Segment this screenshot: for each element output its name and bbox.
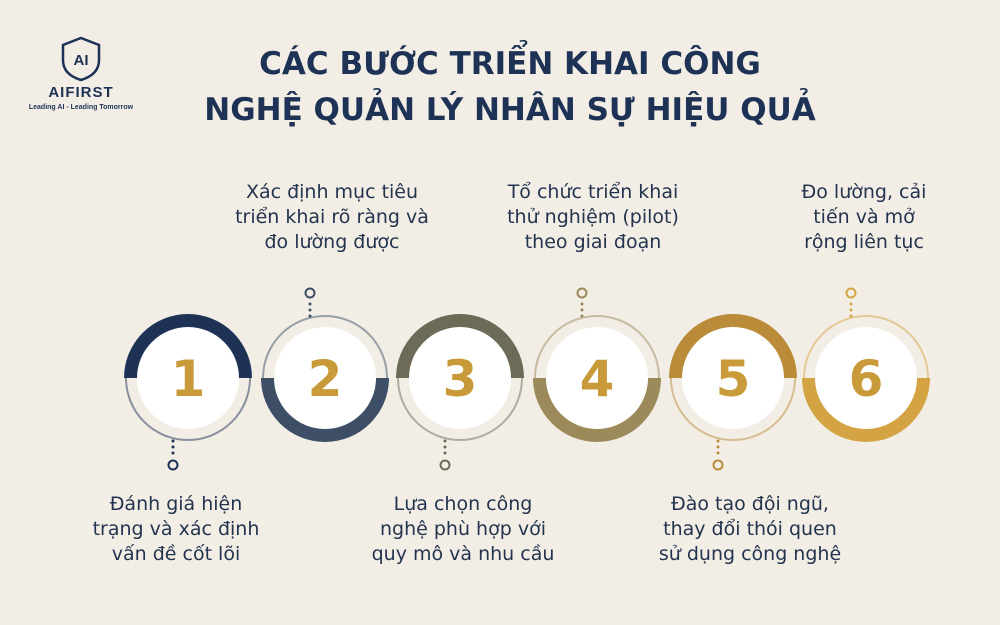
step-6-number: 6 <box>849 350 884 408</box>
brand-tagline: Leading AI - Leading Tomorrow <box>28 104 134 111</box>
step-6-circle <box>815 327 917 429</box>
step-4-dot <box>580 314 584 318</box>
step-4-marker <box>576 287 588 299</box>
step-4-number: 4 <box>580 350 615 408</box>
step-5-dot <box>716 439 720 443</box>
logo-monogram: AI <box>74 52 89 69</box>
step-6-marker <box>845 287 857 299</box>
step-5-marker <box>712 459 724 471</box>
step-3-dot <box>443 451 447 455</box>
step-5-number: 5 <box>716 350 751 408</box>
step-3-thin-arc <box>397 377 523 441</box>
step-2-thin-arc <box>262 315 388 379</box>
step-4-dot <box>580 308 584 312</box>
step-2-number: 2 <box>308 350 343 408</box>
step-4-dot <box>580 302 584 306</box>
step-4-circle <box>546 327 648 429</box>
page-title-line-1: CÁC BƯỚC TRIỂN KHAI CÔNG <box>259 46 761 82</box>
step-2-dot <box>308 314 312 318</box>
step-5-circle <box>682 327 784 429</box>
step-6-dot <box>849 308 853 312</box>
brand-name: AIFIRST <box>48 84 114 101</box>
step-2-circle <box>274 327 376 429</box>
step-6-dot <box>849 302 853 306</box>
step-1-circle <box>137 327 239 429</box>
step-3-dot <box>443 445 447 449</box>
step-3-marker <box>439 459 451 471</box>
step-1-marker <box>167 459 179 471</box>
step-5-dot <box>716 445 720 449</box>
step-3-circle <box>409 327 511 429</box>
page-title-line-2: NGHỆ QUẢN LÝ NHÂN SỰ HIỆU QUẢ <box>204 92 816 128</box>
step-5-dot <box>716 451 720 455</box>
step-4-thin-arc <box>534 315 660 379</box>
step-1-dot <box>171 439 175 443</box>
step-1-dot <box>171 451 175 455</box>
step-1-thin-arc <box>125 377 251 441</box>
step-3-dot <box>443 439 447 443</box>
step-2-dot <box>308 308 312 312</box>
shield-logo-icon: AI <box>61 36 101 82</box>
step-1-dot <box>171 445 175 449</box>
step-6-dot <box>849 314 853 318</box>
step-5-thin-arc <box>670 377 796 441</box>
step-3-number: 3 <box>443 350 478 408</box>
logo: AI AIFIRST Leading AI - Leading Tomorrow <box>26 36 136 111</box>
step-2-marker <box>304 287 316 299</box>
step-1-number: 1 <box>171 350 206 408</box>
step-6-thin-arc <box>803 315 929 379</box>
step-2-dot <box>308 302 312 306</box>
